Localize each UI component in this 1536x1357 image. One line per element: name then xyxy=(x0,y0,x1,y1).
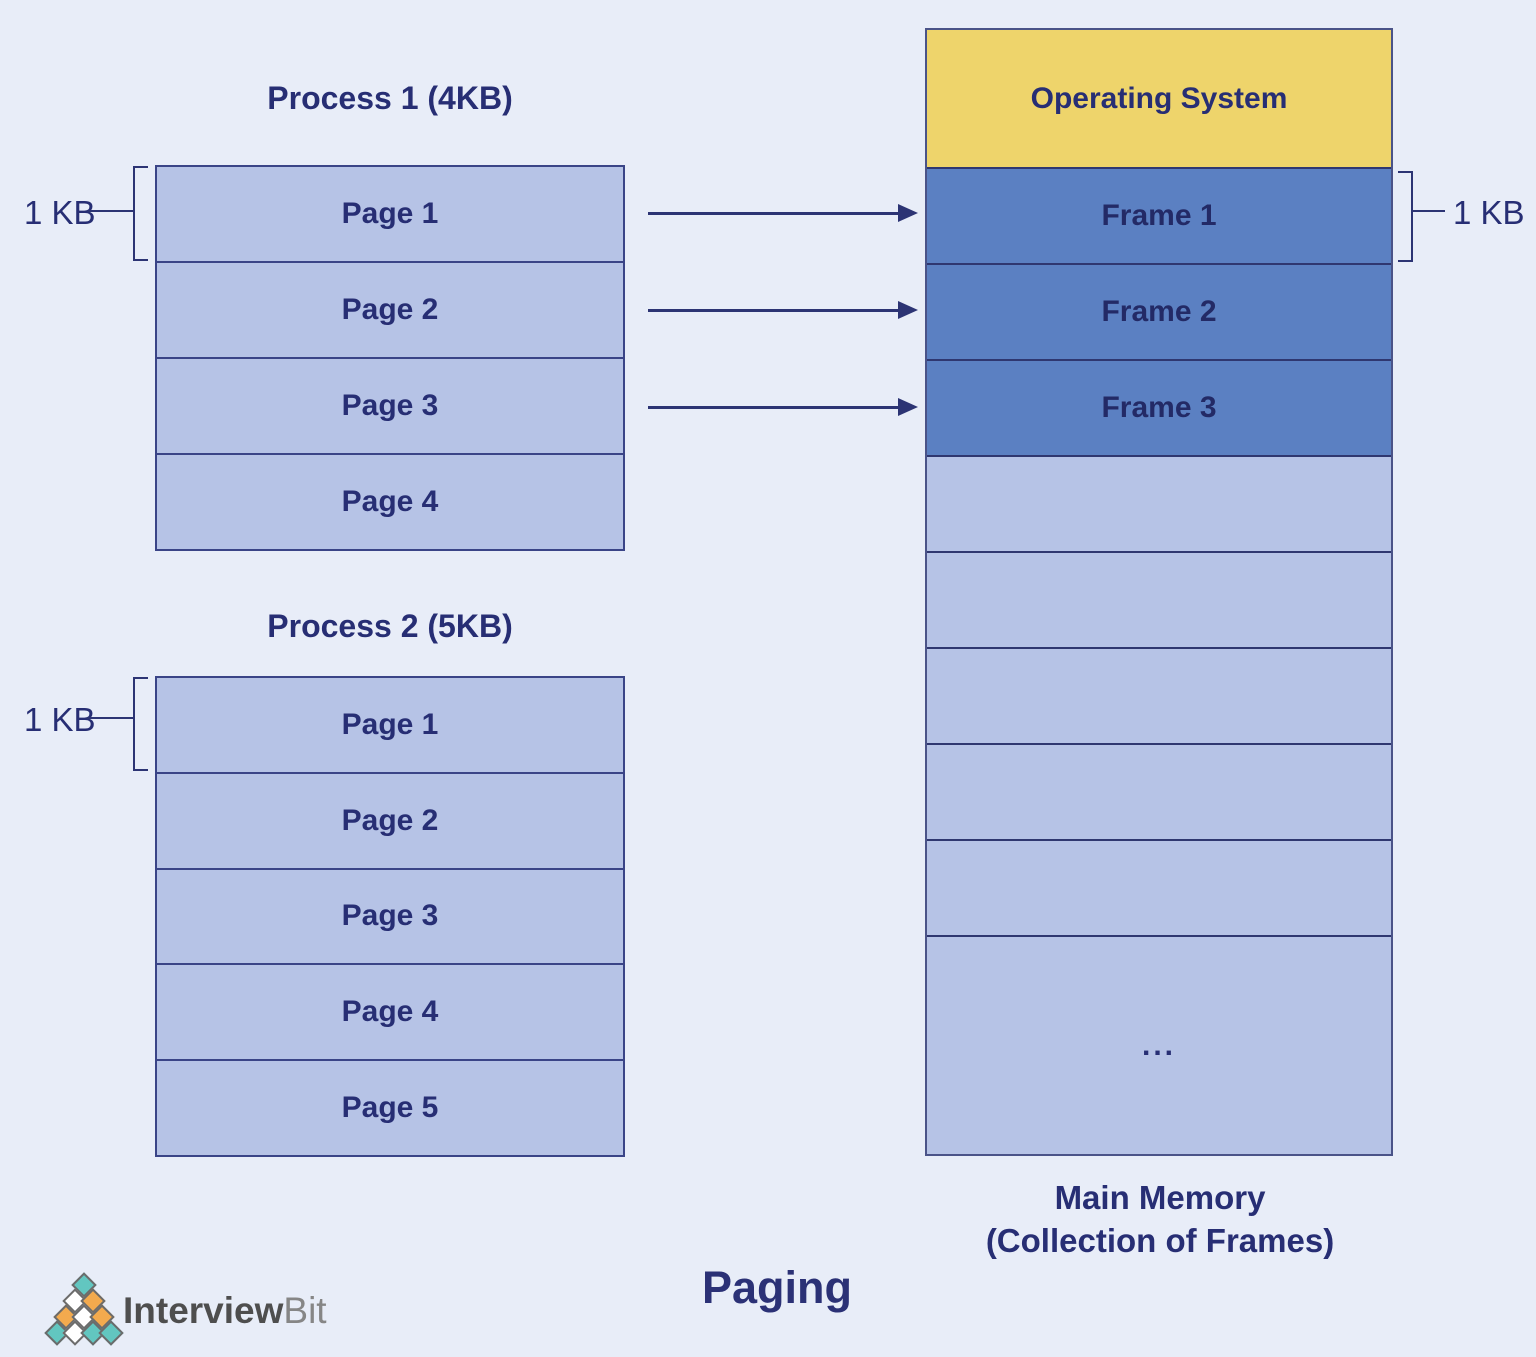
brand-name-light: Bit xyxy=(283,1290,327,1331)
process1-page-1: Page 1 xyxy=(157,167,623,261)
process2-heading: Process 2 (5KB) xyxy=(267,608,513,644)
process2-page-3: Page 3 xyxy=(157,867,623,964)
arrow-page3-to-frame3 xyxy=(648,398,918,416)
leader-line xyxy=(87,210,133,212)
arrow-head-icon xyxy=(898,398,918,416)
leader-line xyxy=(1413,210,1445,212)
empty-frame-cell-5 xyxy=(927,839,1391,935)
operating-system-cell: Operating System xyxy=(927,30,1391,167)
empty-frame-cell-3 xyxy=(927,647,1391,743)
main-memory-caption-line2: (Collection of Frames) xyxy=(985,1222,1335,1259)
arrow-page1-to-frame1 xyxy=(648,204,918,222)
size-label-process2: 1 KB xyxy=(24,701,96,738)
main-memory-caption: Main Memory (Collection of Frames) xyxy=(905,1176,1415,1262)
arrow-head-icon xyxy=(898,204,918,222)
process1-page-4: Page 4 xyxy=(157,453,623,549)
empty-frame-cell-4 xyxy=(927,743,1391,839)
size-label-process1: 1 KB xyxy=(24,194,96,231)
frame-cell-1: Frame 1 xyxy=(927,167,1391,263)
arrow-shaft xyxy=(648,406,900,409)
brand-wordmark: InterviewBit xyxy=(123,1292,327,1330)
arrow-shaft xyxy=(648,309,900,312)
empty-frame-cell-2 xyxy=(927,551,1391,647)
diagram-title: Paging xyxy=(701,1262,852,1313)
brand-name-bold: Interview xyxy=(123,1290,284,1331)
process2-page-4: Page 4 xyxy=(157,963,623,1060)
interviewbit-logo: InterviewBit xyxy=(44,1272,366,1350)
main-memory-stack: Operating System Frame 1 Frame 2 Frame 3… xyxy=(925,28,1393,1156)
main-memory-caption-line1: Main Memory xyxy=(1054,1179,1266,1216)
process1-heading: Process 1 (4KB) xyxy=(267,80,513,116)
process2-page-1: Page 1 xyxy=(157,678,623,772)
process1-page-stack: Page 1 Page 2 Page 3 Page 4 xyxy=(155,165,625,551)
process1-page-3: Page 3 xyxy=(157,357,623,453)
arrow-shaft xyxy=(648,212,900,215)
arrow-page2-to-frame2 xyxy=(648,301,918,319)
size-bracket-process2 xyxy=(133,677,148,771)
leader-line xyxy=(87,717,133,719)
arrow-head-icon xyxy=(898,301,918,319)
size-label-frame1: 1 KB xyxy=(1453,194,1525,231)
frame-cell-2: Frame 2 xyxy=(927,263,1391,359)
size-bracket-frame1 xyxy=(1398,171,1413,262)
empty-frame-cell-1 xyxy=(927,455,1391,551)
size-bracket-process1 xyxy=(133,166,148,261)
process2-page-2: Page 2 xyxy=(157,771,623,868)
frame-cell-3: Frame 3 xyxy=(927,359,1391,455)
ellipsis-cell: ... xyxy=(927,935,1391,1154)
process1-page-2: Page 2 xyxy=(157,261,623,357)
process2-page-stack: Page 1 Page 2 Page 3 Page 4 Page 5 xyxy=(155,676,625,1157)
process2-page-5: Page 5 xyxy=(157,1059,623,1155)
